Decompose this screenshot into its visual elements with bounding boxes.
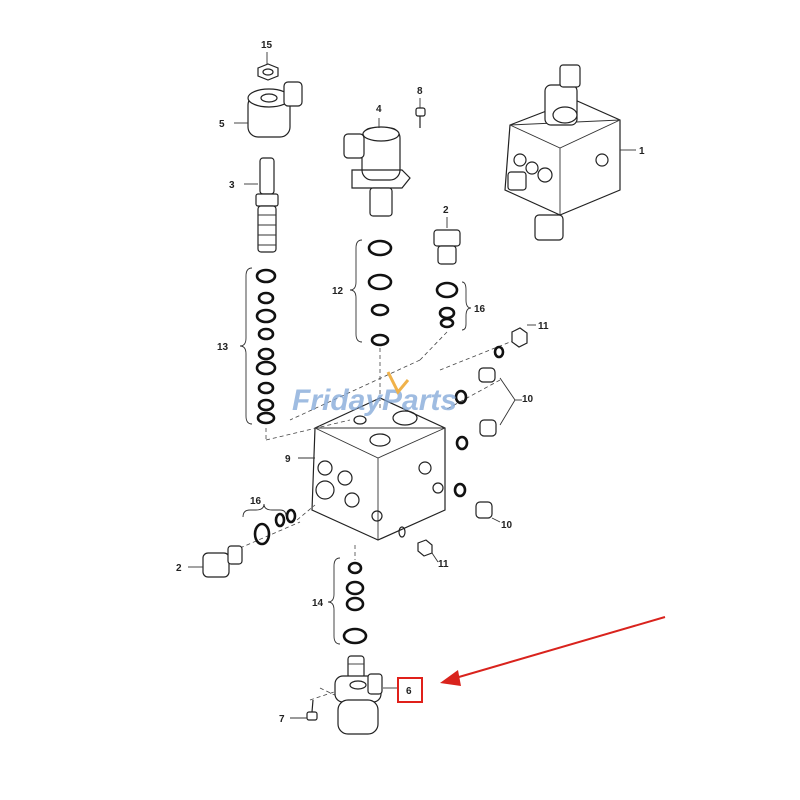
callout-2-lower: 2 — [176, 563, 182, 574]
screw-7 — [290, 699, 318, 721]
fittings-10-upper — [454, 367, 522, 451]
callout-4: 4 — [376, 104, 382, 115]
callout-13: 13 — [217, 342, 229, 353]
cartridge-3 — [244, 157, 279, 253]
callout-10-lower: 10 — [501, 520, 513, 531]
callout-6: 6 — [406, 686, 412, 697]
callout-16-lower: 16 — [250, 496, 262, 507]
o-ring-set-13 — [239, 267, 277, 425]
solenoid-4 — [343, 118, 411, 217]
callout-16-upper: 16 — [474, 304, 486, 315]
callout-10-upper: 10 — [522, 394, 534, 405]
fitting-10-lower — [453, 482, 501, 523]
fitting-11-upper — [493, 324, 536, 359]
callout-3: 3 — [229, 180, 235, 191]
highlight-box — [397, 677, 423, 703]
callout-12: 12 — [332, 286, 344, 297]
valve-assembly-1 — [504, 64, 636, 241]
callout-1: 1 — [639, 146, 645, 157]
callout-14: 14 — [312, 598, 324, 609]
nut-15 — [257, 52, 279, 81]
callout-2-upper: 2 — [443, 205, 449, 216]
plug-2-upper — [433, 217, 461, 265]
fitting-11-lower — [398, 526, 439, 563]
callout-11-upper: 11 — [538, 321, 549, 332]
o-ring-set-16-upper — [435, 281, 472, 331]
callout-9: 9 — [285, 454, 291, 465]
screw-8 — [415, 98, 426, 128]
o-ring-set-14 — [327, 557, 368, 645]
o-ring-set-12 — [349, 239, 393, 347]
callout-8: 8 — [417, 86, 423, 97]
o-ring-set-16-lower — [242, 503, 297, 546]
red-pointer-arrow-icon — [440, 616, 666, 686]
callout-15: 15 — [261, 40, 273, 51]
watermark: FridayParts — [292, 384, 457, 417]
solenoid-6 — [334, 655, 399, 735]
callout-5: 5 — [219, 119, 225, 130]
watermark-logo-icon — [386, 371, 410, 395]
valve-block-9 — [298, 397, 446, 541]
plug-2-lower — [188, 545, 243, 578]
callout-7: 7 — [279, 714, 285, 725]
coil-5 — [234, 81, 303, 138]
callout-11-lower: 11 — [438, 559, 449, 570]
